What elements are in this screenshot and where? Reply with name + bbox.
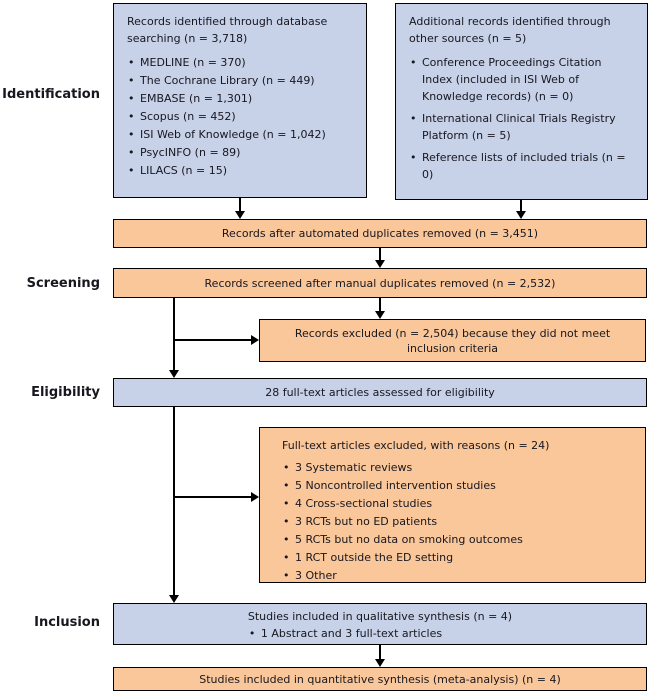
connector-database-to-dedup	[239, 197, 241, 212]
stage-label-inclusion: Inclusion	[34, 615, 100, 630]
connector-screened-to-excluded	[379, 298, 381, 312]
arrowhead-down-icon	[375, 659, 385, 667]
box-records-excluded-text: Records excluded (n = 2,504) because the…	[294, 326, 611, 355]
list-item: LILACS (n = 15)	[127, 162, 356, 180]
arrowhead-down-icon	[169, 370, 179, 378]
connector-dedup-to-screened	[379, 248, 381, 261]
list-item: ISI Web of Knowledge (n = 1,042)	[127, 126, 356, 144]
list-item: 3 RCTs but no ED patients	[282, 513, 635, 531]
list-item: Conference Proceedings Citation Index (i…	[409, 54, 633, 105]
other-source-list: Conference Proceedings Citation Index (i…	[409, 54, 633, 183]
box-records-screened: Records screened after manual duplicates…	[113, 268, 647, 298]
box-quantitative-text: Studies included in quantitative synthes…	[199, 672, 561, 686]
list-item: 1 RCT outside the ED setting	[282, 549, 635, 567]
arrowhead-down-icon	[235, 211, 245, 219]
exclusion-reason-list: 3 Systematic reviews 5 Noncontrolled int…	[282, 459, 635, 585]
box-auto-duplicates-removed: Records after automated duplicates remov…	[113, 219, 647, 248]
list-item: MEDLINE (n = 370)	[127, 54, 356, 72]
arrowhead-down-icon	[169, 595, 179, 603]
list-item: International Clinical Trials Registry P…	[409, 110, 633, 144]
box-quantitative-synthesis: Studies included in quantitative synthes…	[113, 667, 647, 691]
connector-branch-to-excluded	[174, 339, 251, 341]
box-fulltext-assessed: 28 full-text articles assessed for eligi…	[113, 378, 647, 407]
list-item: 3 Systematic reviews	[282, 459, 635, 477]
list-item: 5 Noncontrolled intervention studies	[282, 477, 635, 495]
list-item: Reference lists of included trials (n = …	[409, 149, 633, 183]
connector-eligibility-to-qualitative	[173, 407, 175, 595]
list-item: EMBASE (n = 1,301)	[127, 90, 356, 108]
list-item: PsycINFO (n = 89)	[127, 144, 356, 162]
list-item: The Cochrane Library (n = 449)	[127, 72, 356, 90]
box-other-sources-title: Additional records identified through ot…	[409, 15, 611, 45]
box-fulltext-excluded: Full-text articles excluded, with reason…	[259, 427, 646, 585]
box-fulltext-excluded-title: Full-text articles excluded, with reason…	[282, 439, 550, 452]
stage-label-identification: Identification	[2, 87, 100, 102]
connector-other-to-dedup	[520, 200, 522, 212]
box-database-title: Records identified through database sear…	[127, 15, 328, 45]
box-qualitative-title: Studies included in qualitative synthesi…	[247, 610, 513, 623]
list-item: 4 Cross-sectional studies	[282, 495, 635, 513]
connector-branch-to-fulltext-excluded	[174, 496, 251, 498]
box-database-searching: Records identified through database sear…	[113, 3, 367, 198]
connector-qualitative-to-quantitative	[379, 645, 381, 659]
arrowhead-right-icon	[251, 492, 259, 502]
box-fulltext-assessed-text: 28 full-text articles assessed for eligi…	[265, 386, 495, 399]
box-other-sources: Additional records identified through ot…	[395, 3, 648, 200]
arrowhead-down-icon	[375, 260, 385, 268]
connector-screened-to-eligibility	[173, 298, 175, 371]
box-records-excluded: Records excluded (n = 2,504) because the…	[259, 319, 646, 362]
list-item: 1 Abstract and 3 full-text articles	[248, 625, 512, 642]
stage-label-eligibility: Eligibility	[31, 385, 100, 400]
list-item: Scopus (n = 452)	[127, 108, 356, 126]
list-item: 3 Other	[282, 567, 635, 585]
box-records-screened-text: Records screened after manual duplicates…	[204, 276, 556, 290]
arrowhead-down-icon	[516, 211, 526, 219]
stage-label-screening: Screening	[26, 276, 100, 291]
database-source-list: MEDLINE (n = 370) The Cochrane Library (…	[127, 54, 356, 180]
arrowhead-right-icon	[251, 335, 259, 345]
list-item: 5 RCTs but no data on smoking outcomes	[282, 531, 635, 549]
box-qualitative-synthesis: Studies included in qualitative synthesi…	[113, 603, 647, 645]
arrowhead-down-icon	[375, 311, 385, 319]
box-auto-duplicates-text: Records after automated duplicates remov…	[221, 227, 539, 240]
